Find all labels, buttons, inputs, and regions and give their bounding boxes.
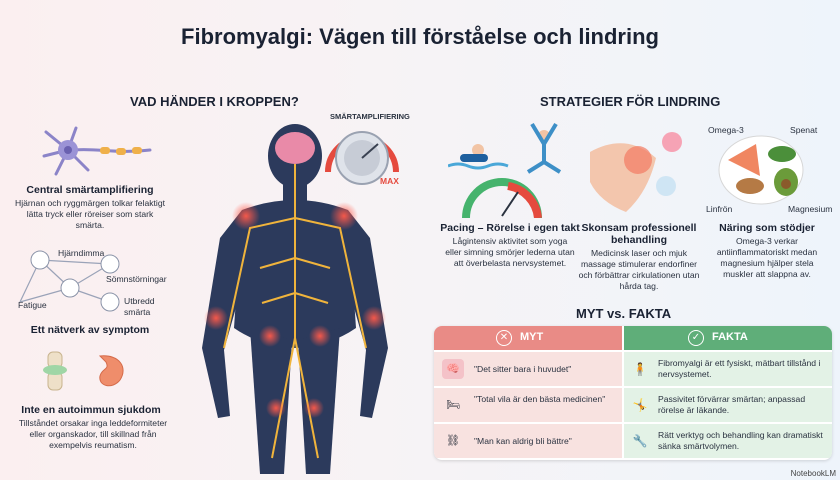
node-widespread-pain: Utbredd smärta <box>124 296 155 317</box>
central-amplification-text: Hjärnan och ryggmärgen tolkar felaktigt … <box>15 198 165 230</box>
food-label-linseed: Linfrön <box>706 204 733 214</box>
central-amplification-title: Central smärtamplifiering <box>26 184 154 196</box>
brand-label: NotebookLM <box>790 469 836 478</box>
massage-illustration <box>590 132 682 212</box>
food-bowl-illustration <box>718 135 804 205</box>
strategy-2-title: Skonsam professionell behandling <box>581 222 697 246</box>
fact-row: 🧍 Fibromyalgi är ett fysiskt, mätbart ti… <box>624 352 832 386</box>
symptom-network <box>19 250 120 312</box>
fact-row: 🤸 Passivitet förvärrar smärtan; anpassad… <box>624 388 832 422</box>
section-heading-body: VAD HÄNDER I KROPPEN? <box>130 94 299 109</box>
autoimmune-text: Tillståndet orsakar inga leddeformiteter… <box>18 418 168 450</box>
chain-icon: ⛓ <box>446 435 460 447</box>
strategy-1-title: Pacing – Rörelse i egen takt <box>440 222 580 234</box>
myth-fact-table: ✕ MYT ✓ FAKTA 🧠 "Det sitter bara i huvud… <box>434 326 832 460</box>
food-label-magnesium: Magnesium <box>788 204 833 214</box>
node-fatigue: Fatigue <box>18 300 47 310</box>
fact-text-3: Rätt verktyg och behandling kan dramatis… <box>658 430 823 451</box>
human-body-figure <box>202 124 388 474</box>
fact-text-2: Passivitet förvärrar smärtan; anpassad r… <box>658 394 806 415</box>
autoimmune-title: Inte en autoimmun sjukdom <box>21 404 161 416</box>
myth-row: 🛏 "Total vila är den bästa medicinen" <box>434 388 622 422</box>
myth-text-2: "Total vila är den bästa medicinen" <box>474 394 606 404</box>
myth-text-3: "Man kan aldrig bli bättre" <box>474 436 572 446</box>
amplification-dial <box>325 131 399 185</box>
strategy-3-title: Näring som stödjer <box>719 222 815 234</box>
body-scan-icon: 🧍 <box>632 362 648 376</box>
myth-row: 🧠 "Det sitter bara i huvudet" <box>434 352 622 386</box>
myth-row: ⛓ "Man kan aldrig bli bättre" <box>434 424 622 458</box>
brain-icon: 🧠 <box>442 359 464 379</box>
strategy-2-text: Medicinsk laser och mjuk massage stimule… <box>578 248 700 291</box>
x-circle-icon: ✕ <box>496 330 512 346</box>
node-sleep: Sömnstörningar <box>106 274 167 284</box>
strategy-1-text: Lågintensiv aktivitet som yoga eller sim… <box>445 236 575 268</box>
myth-fact-heading: MYT vs. FAKTA <box>576 306 672 321</box>
strategy-3-text: Omega-3 verkar antiinflammatoriskt medan… <box>716 236 818 279</box>
joint-stomach-icons <box>43 351 124 391</box>
myth-text-1: "Det sitter bara i huvudet" <box>474 364 572 374</box>
page-title: Fibromyalgi: Vägen till förståelse och l… <box>181 24 659 49</box>
stretch-icon: 🤸 <box>632 398 648 412</box>
bed-icon: 🛏 <box>446 399 460 411</box>
tools-icon: 🔧 <box>632 434 648 448</box>
swim-yoga-illustration <box>448 122 562 218</box>
fact-text-1: Fibromyalgi är ett fysiskt, mätbart till… <box>658 358 821 379</box>
food-label-omega3: Omega-3 <box>708 125 744 135</box>
network-title: Ett nätverk av symptom <box>30 324 150 336</box>
neuron-illustration <box>42 126 152 176</box>
dial-label: SMÄRTAMPLIFIERING <box>330 112 410 121</box>
food-label-spinach: Spenat <box>790 125 818 135</box>
fact-row: 🔧 Rätt verktyg och behandling kan dramat… <box>624 424 832 458</box>
dial-max: MAX <box>380 176 399 186</box>
check-circle-icon: ✓ <box>688 330 704 346</box>
myth-label: MYT <box>520 331 544 343</box>
fact-label: FAKTA <box>712 331 748 343</box>
node-brain-fog: Hjärndimma <box>58 248 105 258</box>
fact-header: ✓ FAKTA <box>624 326 832 350</box>
section-heading-strategies: STRATEGIER FÖR LINDRING <box>540 94 721 109</box>
pain-points <box>204 202 386 418</box>
myth-header: ✕ MYT <box>434 326 622 350</box>
